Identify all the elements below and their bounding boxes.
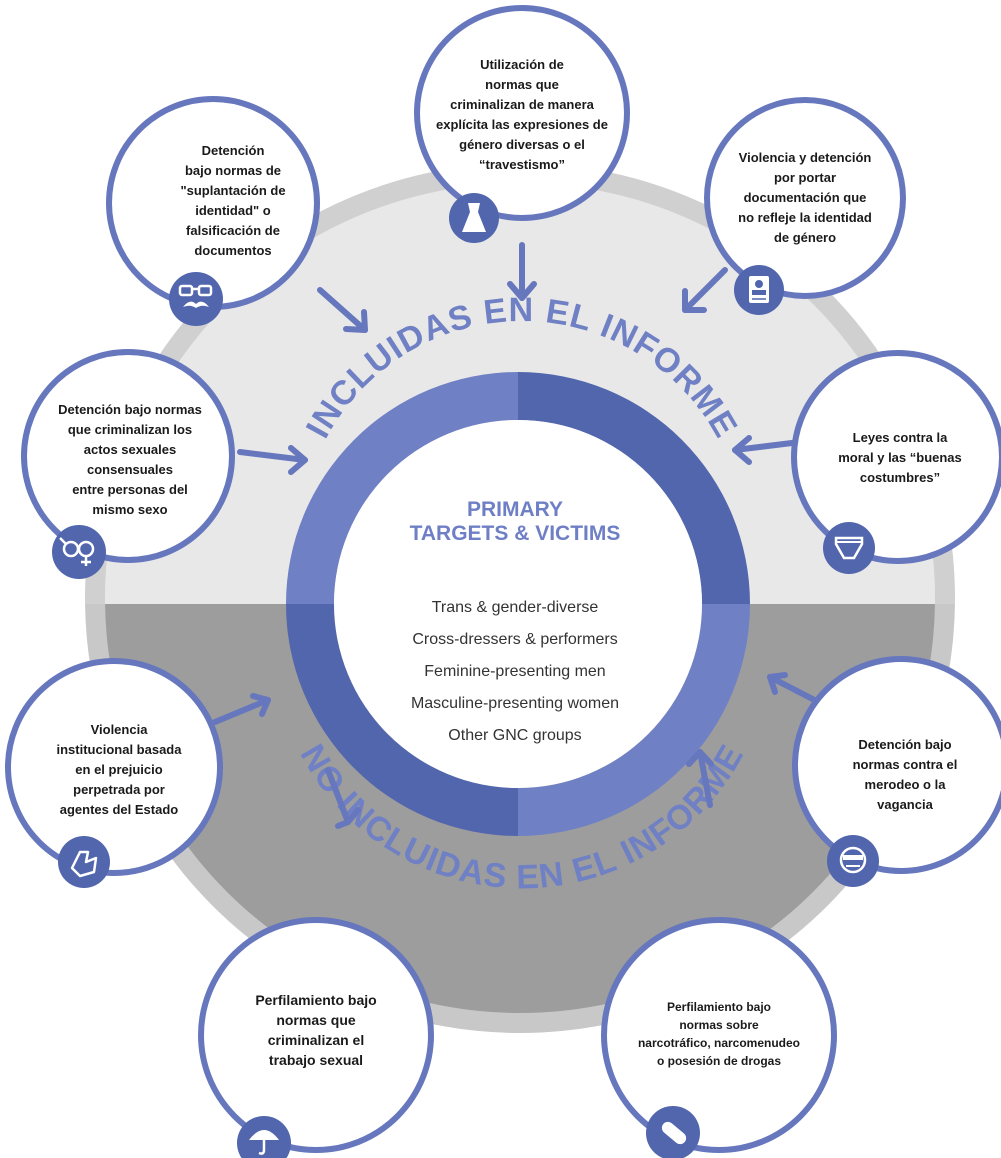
arrow-travestismo <box>507 242 537 301</box>
bubbles <box>5 5 1001 1153</box>
text-travestismo: Utilización de normas que criminalizan d… <box>436 57 608 172</box>
arrow-trabajo-sexual <box>325 767 361 829</box>
bubble-institucional <box>5 658 223 876</box>
gender-symbols-icon <box>52 525 106 579</box>
id-card-icon <box>734 265 784 315</box>
text-actos-sexuales: Detención bajo normas que criminalizan l… <box>58 402 202 517</box>
underwear-icon <box>823 522 875 574</box>
bubble-merodeo <box>792 656 1001 874</box>
center-title: PRIMARY TARGETS & VICTIMS <box>409 498 621 545</box>
bubble-travestismo <box>414 5 630 221</box>
text-trabajo-sexual: Perfilamiento bajo normas que criminaliz… <box>255 992 377 1068</box>
pill-icon <box>646 1106 700 1158</box>
arrow-actos-sexuales <box>237 445 308 475</box>
text-suplantacion: Detención bajo normas de "suplantación d… <box>180 143 286 258</box>
center-donut <box>286 372 750 836</box>
bubble-moral <box>791 350 1001 564</box>
target-group-item: Other GNC groups <box>448 727 582 744</box>
text-drogas: Perfilamiento bajo normas sobre narcotrá… <box>637 1000 801 1068</box>
icon-badges <box>52 193 879 1158</box>
text-moral: Leyes contra la moral y las “buenas cost… <box>838 430 962 485</box>
donut-segment-bottom-left <box>286 604 518 836</box>
bubble-actos-sexuales <box>21 349 235 563</box>
arrow-drogas <box>686 749 714 808</box>
bubble-trabajo-sexual <box>198 917 434 1153</box>
target-groups-list: Trans & gender-diverse Cross-dressers & … <box>370 592 660 752</box>
text-merodeo: Detención bajo normas contra el merodeo … <box>852 737 958 812</box>
arrow-suplantacion <box>317 287 368 333</box>
masked-face-icon <box>827 835 879 887</box>
donut-segment-top-left <box>286 372 518 604</box>
glasses-mustache-icon <box>169 272 223 326</box>
umbrella-icon <box>237 1116 291 1158</box>
text-institucional: Violencia institucional basada en el pre… <box>56 722 182 817</box>
bubble-drogas <box>601 917 837 1153</box>
donut-segment-bottom-right <box>518 604 750 836</box>
target-group-item: Cross-dressers & performers <box>412 631 618 648</box>
arrow-institucional <box>212 693 271 725</box>
target-group-item: Feminine-presenting men <box>424 663 606 680</box>
hands-icon <box>58 836 110 888</box>
text-documentacion: Violencia y detención por portar documen… <box>738 150 872 245</box>
arrow-moral <box>732 435 803 465</box>
bubble-documentacion <box>704 97 906 299</box>
target-group-item: Masculine-presenting women <box>410 695 620 712</box>
dress-icon <box>449 193 499 243</box>
donut-segment-top-right <box>518 372 750 604</box>
target-group-item: Trans & gender-diverse <box>431 599 599 616</box>
arrows <box>212 242 833 829</box>
arrow-documentacion <box>682 267 728 313</box>
